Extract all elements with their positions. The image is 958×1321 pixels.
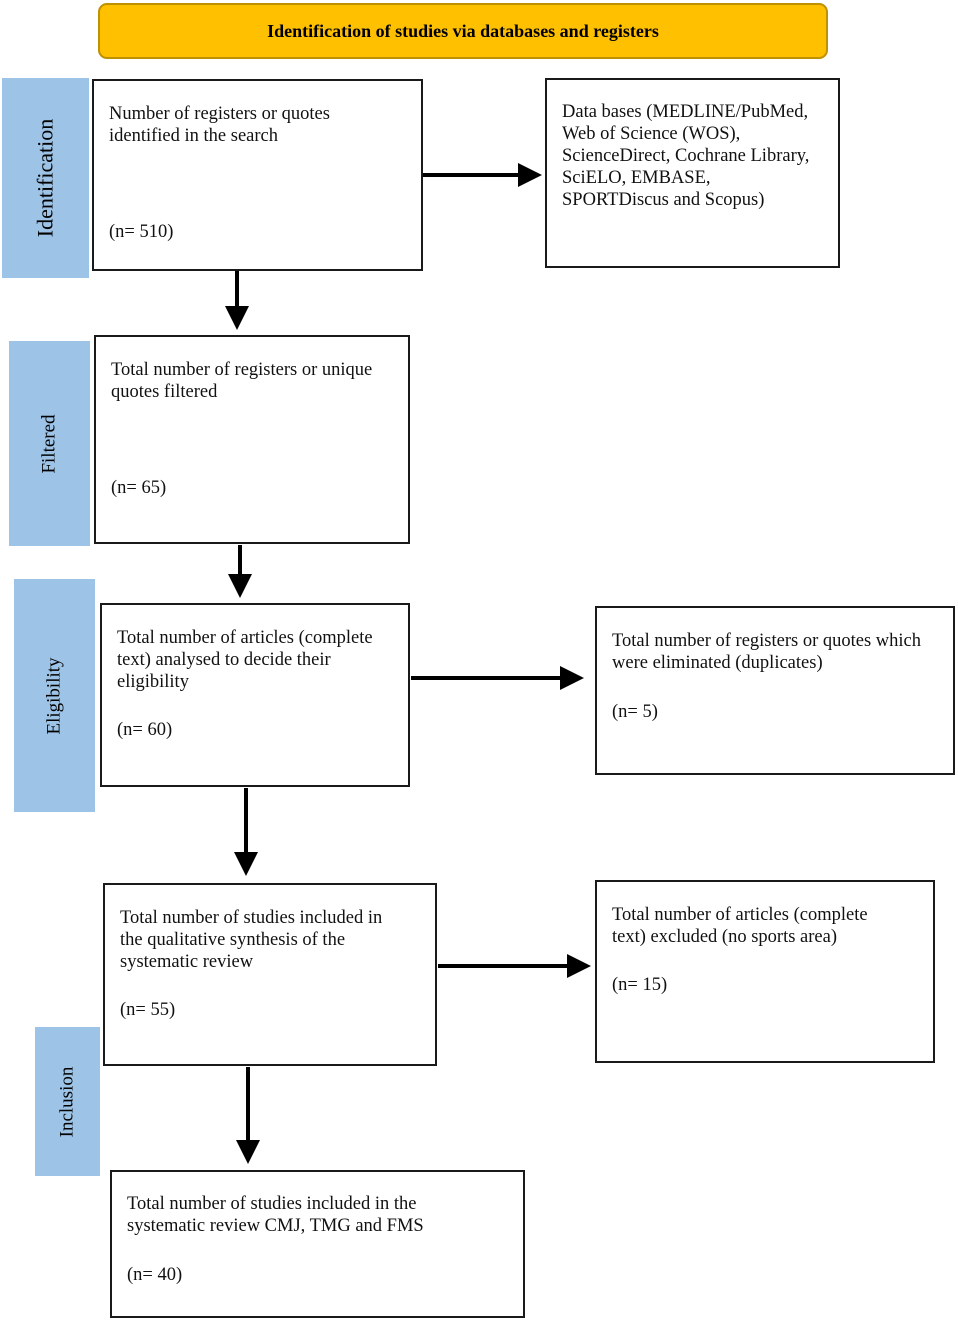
box-databases-text: Data bases (MEDLINE/PubMed, Web of Scien…: [562, 102, 810, 210]
header-banner: Identification of studies via databases …: [98, 3, 828, 59]
box-identified-count: (n= 510): [109, 222, 174, 242]
box-qualitative-count: (n= 55): [120, 1000, 176, 1020]
box-included: Total number of studies included in the …: [110, 1170, 525, 1318]
box-identified-records: Number of registers or quotes identified…: [92, 79, 423, 271]
box-qualitative: Total number of studies included in the …: [103, 883, 437, 1066]
box-filtered-text: Total number of registers or unique quot…: [111, 360, 373, 402]
box-included-count: (n= 40): [127, 1265, 183, 1285]
box-included-text: Total number of studies included in the …: [127, 1194, 424, 1236]
box-duplicates-count: (n= 5): [612, 702, 658, 722]
box-duplicates: Total number of registers or quotes whic…: [595, 606, 955, 775]
box-identified-text: Number of registers or quotes identified…: [109, 104, 330, 146]
box-eligibility-text: Total number of articles (complete text)…: [117, 628, 373, 692]
box-excluded-text: Total number of articles (complete text)…: [612, 905, 868, 947]
box-filtered-count: (n= 65): [111, 478, 167, 498]
box-eligibility-count: (n= 60): [117, 720, 173, 740]
box-filtered: Total number of registers or unique quot…: [94, 335, 410, 544]
box-duplicates-text: Total number of registers or quotes whic…: [612, 631, 922, 673]
box-excluded: Total number of articles (complete text)…: [595, 880, 935, 1063]
box-databases: Data bases (MEDLINE/PubMed, Web of Scien…: [545, 78, 840, 268]
box-excluded-count: (n= 15): [612, 975, 668, 995]
stage-filtered: Filtered: [9, 341, 90, 546]
box-qualitative-text: Total number of studies included in the …: [120, 908, 383, 972]
header-title: Identification of studies via databases …: [267, 20, 659, 41]
box-eligibility: Total number of articles (complete text)…: [100, 603, 410, 787]
stage-eligibility: Eligibility: [14, 579, 95, 812]
stage-inclusion: Inclusion: [35, 1027, 100, 1176]
stage-identification: Identification: [2, 78, 89, 278]
